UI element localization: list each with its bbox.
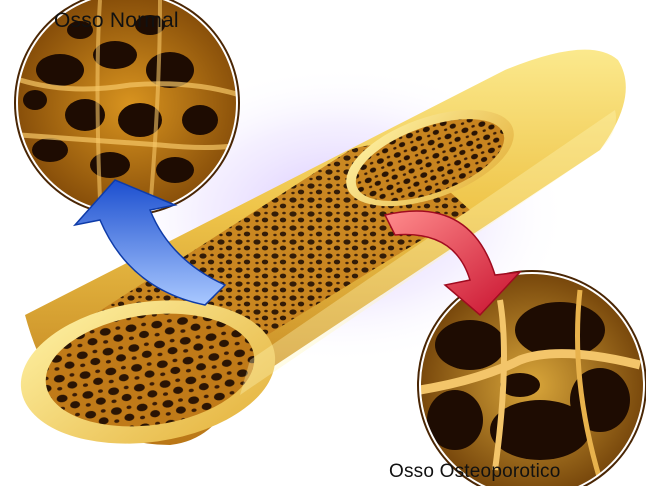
label-normal-bone: Osso Normal [54, 9, 179, 33]
label-osteoporotic-bone: Osso Osteoporotico [389, 461, 561, 483]
